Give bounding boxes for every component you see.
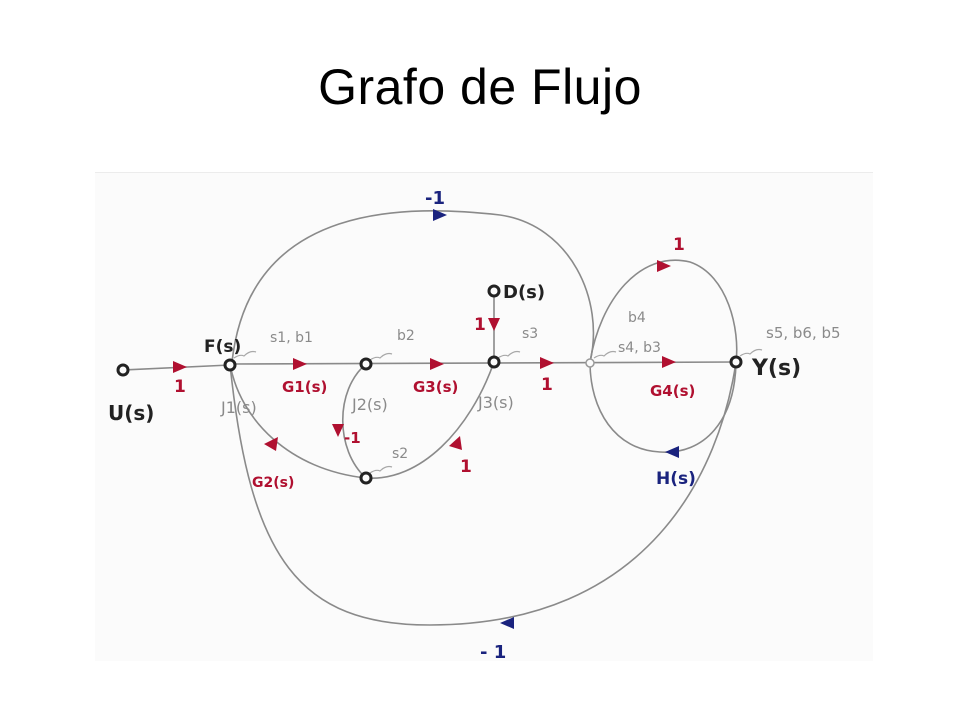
branch-arrows xyxy=(173,209,679,629)
gain-u-f: 1 xyxy=(174,377,186,397)
pencil-labels: J1(s) J2(s) J3(s) s1, b1 b2 s3 b4 s4, b3… xyxy=(220,310,841,462)
gain-bottom-feedback: - 1 xyxy=(480,642,506,663)
arrow-j2-s2 xyxy=(332,424,344,437)
node-d xyxy=(487,284,501,298)
slide-title: Grafo de Flujo xyxy=(318,59,642,115)
graph-nodes xyxy=(116,284,743,485)
arrow-g4 xyxy=(662,356,676,368)
label-y: Y(s) xyxy=(751,356,801,381)
gain-top-loop: 1 xyxy=(673,235,685,255)
label-u: U(s) xyxy=(108,401,154,425)
arrow-g1 xyxy=(293,358,307,370)
graph-edges xyxy=(122,210,738,626)
arrow-top-feedback xyxy=(433,209,447,221)
gain-top-feedback: -1 xyxy=(425,188,445,209)
label-j2: J2(s) xyxy=(351,395,388,414)
label-d: D(s) xyxy=(503,282,545,303)
annot-mid-bot: s4, b3 xyxy=(618,340,661,356)
arrow-g2 xyxy=(264,437,278,451)
node-f xyxy=(223,358,237,372)
gain-labels-red: 1 G1(s) G3(s) 1 1 1 G4(s) -1 G2(s) 1 xyxy=(174,235,695,491)
node-j3 xyxy=(487,355,501,369)
edge-s2-j3 xyxy=(365,361,495,479)
label-j3: J3(s) xyxy=(477,393,514,412)
arrow-g3 xyxy=(430,358,444,370)
gain-labels-blue: -1 H(s) - 1 xyxy=(425,188,696,663)
gain-j3-out: 1 xyxy=(541,375,553,395)
gain-h: H(s) xyxy=(656,469,696,489)
edge-g2 xyxy=(229,363,367,479)
edge-top-feedback xyxy=(231,210,595,363)
node-s2 xyxy=(359,471,373,485)
gain-g1: G1(s) xyxy=(282,378,327,396)
node-u xyxy=(116,363,130,377)
gain-j2-neg: -1 xyxy=(344,429,361,447)
annot-s2: s2 xyxy=(392,446,408,462)
gain-g4: G4(s) xyxy=(650,382,695,400)
annot-j2: b2 xyxy=(397,328,415,344)
label-f: F(s) xyxy=(204,337,241,357)
arrow-bottom-feedback xyxy=(500,617,514,629)
node-y xyxy=(729,355,743,369)
edge-main-forward xyxy=(229,361,737,365)
diagram-paper xyxy=(95,172,873,661)
arrow-u-f xyxy=(173,361,187,373)
arrow-h-loop xyxy=(665,446,679,458)
node-mid-sum xyxy=(585,358,595,368)
arrow-d-in xyxy=(488,318,500,331)
node-labels: U(s) F(s) D(s) Y(s) xyxy=(108,282,801,425)
node-j2 xyxy=(359,357,373,371)
annot-y: s5, b6, b5 xyxy=(766,324,841,342)
annotation-ticks xyxy=(233,348,763,474)
annot-mid-top: b4 xyxy=(628,310,646,326)
annot-f: s1, b1 xyxy=(270,330,313,346)
edge-upper-loop xyxy=(589,259,738,363)
edge-h-loop xyxy=(589,361,737,453)
arrow-upper-loop xyxy=(657,260,671,272)
gain-s2-up: 1 xyxy=(460,457,472,477)
gain-d-in: 1 xyxy=(474,315,486,335)
edge-j2-s2 xyxy=(341,363,367,479)
annot-j3: s3 xyxy=(522,326,538,342)
arrow-j3-out xyxy=(540,357,554,369)
gain-g2: G2(s) xyxy=(252,475,294,491)
label-j1: J1(s) xyxy=(220,398,257,417)
arrow-s2-j3 xyxy=(449,436,462,450)
gain-g3: G3(s) xyxy=(413,378,458,396)
edge-bottom-feedback xyxy=(229,361,737,626)
